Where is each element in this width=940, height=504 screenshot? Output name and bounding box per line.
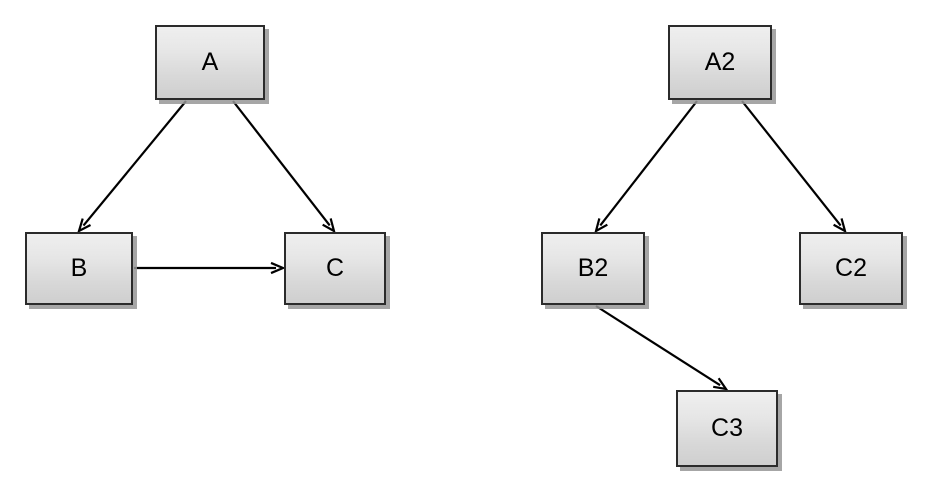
node-c[interactable]: C [284, 232, 386, 305]
arrowhead-icon [833, 218, 847, 234]
node-c2[interactable]: C2 [799, 232, 903, 305]
node-a2[interactable]: A2 [668, 25, 772, 100]
node-b[interactable]: B [25, 232, 133, 305]
node-label: C [325, 254, 345, 282]
arrowhead-icon [270, 261, 286, 275]
arrowhead-icon [594, 218, 608, 234]
edge-a-b [77, 100, 187, 234]
edge-line [82, 100, 187, 227]
arrowhead-icon [322, 218, 336, 234]
node-label: B2 [577, 254, 609, 282]
node-c3[interactable]: C3 [676, 390, 778, 467]
edge-b-c [134, 261, 286, 275]
edge-a-c [232, 100, 336, 234]
node-a[interactable]: A [155, 25, 265, 100]
arrowhead-icon [712, 377, 729, 391]
node-label: A [201, 48, 219, 76]
edge-a2-c2 [741, 100, 847, 234]
node-label: C3 [711, 414, 743, 442]
edge-line [232, 100, 331, 227]
node-b2[interactable]: B2 [541, 232, 645, 305]
node-label: A2 [704, 48, 736, 76]
edge-line [599, 100, 698, 227]
edge-line [595, 305, 721, 387]
edge-b2-c3 [595, 305, 729, 391]
edge-line [741, 100, 842, 227]
arrowhead-icon [77, 218, 92, 234]
node-label: C2 [835, 254, 867, 282]
edge-a2-b2 [594, 100, 698, 234]
node-label: B [70, 254, 88, 282]
